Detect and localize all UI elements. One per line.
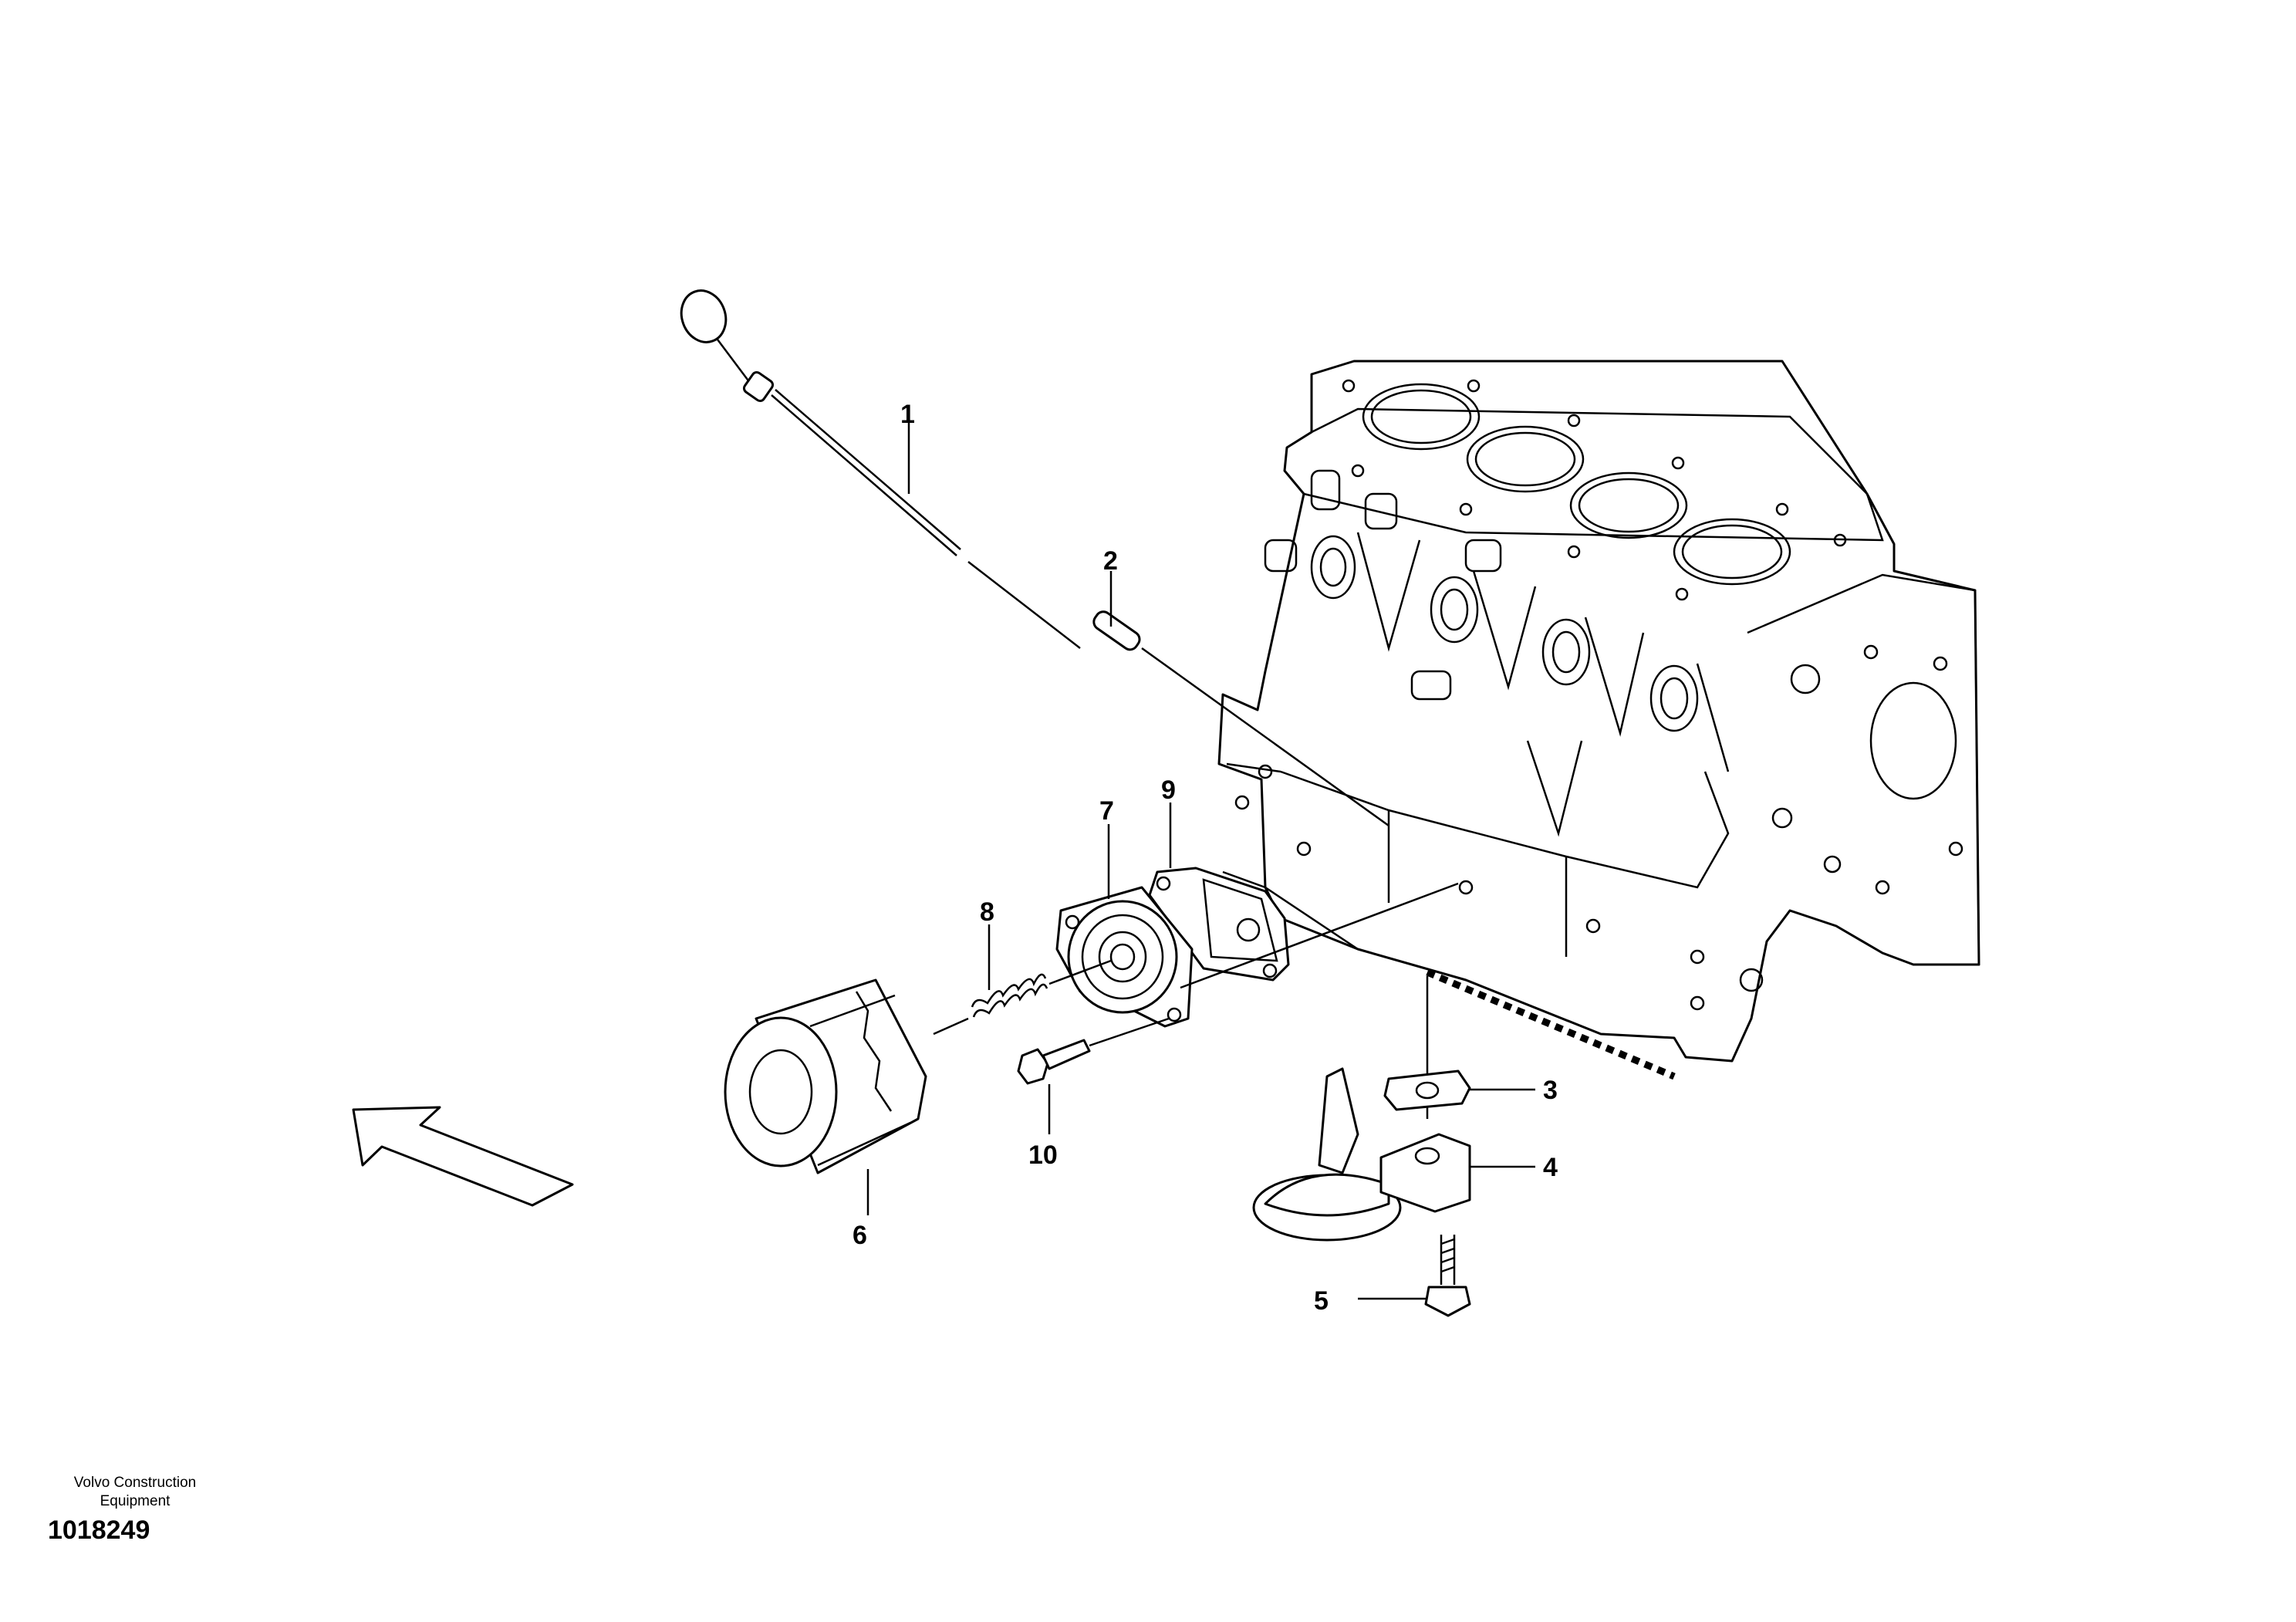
callout-8: 8 [980, 897, 994, 927]
callout-1: 1 [900, 400, 915, 429]
brand-line-1: Volvo Construction [73, 1475, 197, 1491]
engine-block [1217, 360, 1980, 1063]
figure-number: 1018249 [48, 1516, 150, 1545]
housing-bolt [1017, 1017, 1170, 1134]
callout-9: 9 [1161, 776, 1176, 805]
oil-pickup-strainer [1252, 1067, 1535, 1242]
dipstick [680, 289, 1389, 827]
spring [933, 959, 1112, 1036]
pickup-bolt [1358, 1235, 1471, 1317]
pickup-gasket [1383, 1070, 1535, 1111]
brand-text: Volvo Construction Equipment [31, 1474, 239, 1511]
view-direction-arrow [352, 1106, 574, 1207]
callout-7: 7 [1099, 796, 1114, 826]
oil-filter [724, 978, 927, 1215]
dashed-alignment-line [1426, 968, 1676, 1080]
filter-housing-gasket [1148, 867, 1290, 982]
callout-6: 6 [853, 1221, 867, 1250]
callout-5: 5 [1314, 1286, 1329, 1316]
callout-10: 10 [1028, 1140, 1058, 1170]
callout-4: 4 [1543, 1153, 1558, 1182]
callout-3: 3 [1543, 1076, 1558, 1105]
callout-2: 2 [1103, 546, 1118, 576]
brand-line-2: Equipment [100, 1493, 171, 1509]
filter-housing [1055, 882, 1459, 1028]
